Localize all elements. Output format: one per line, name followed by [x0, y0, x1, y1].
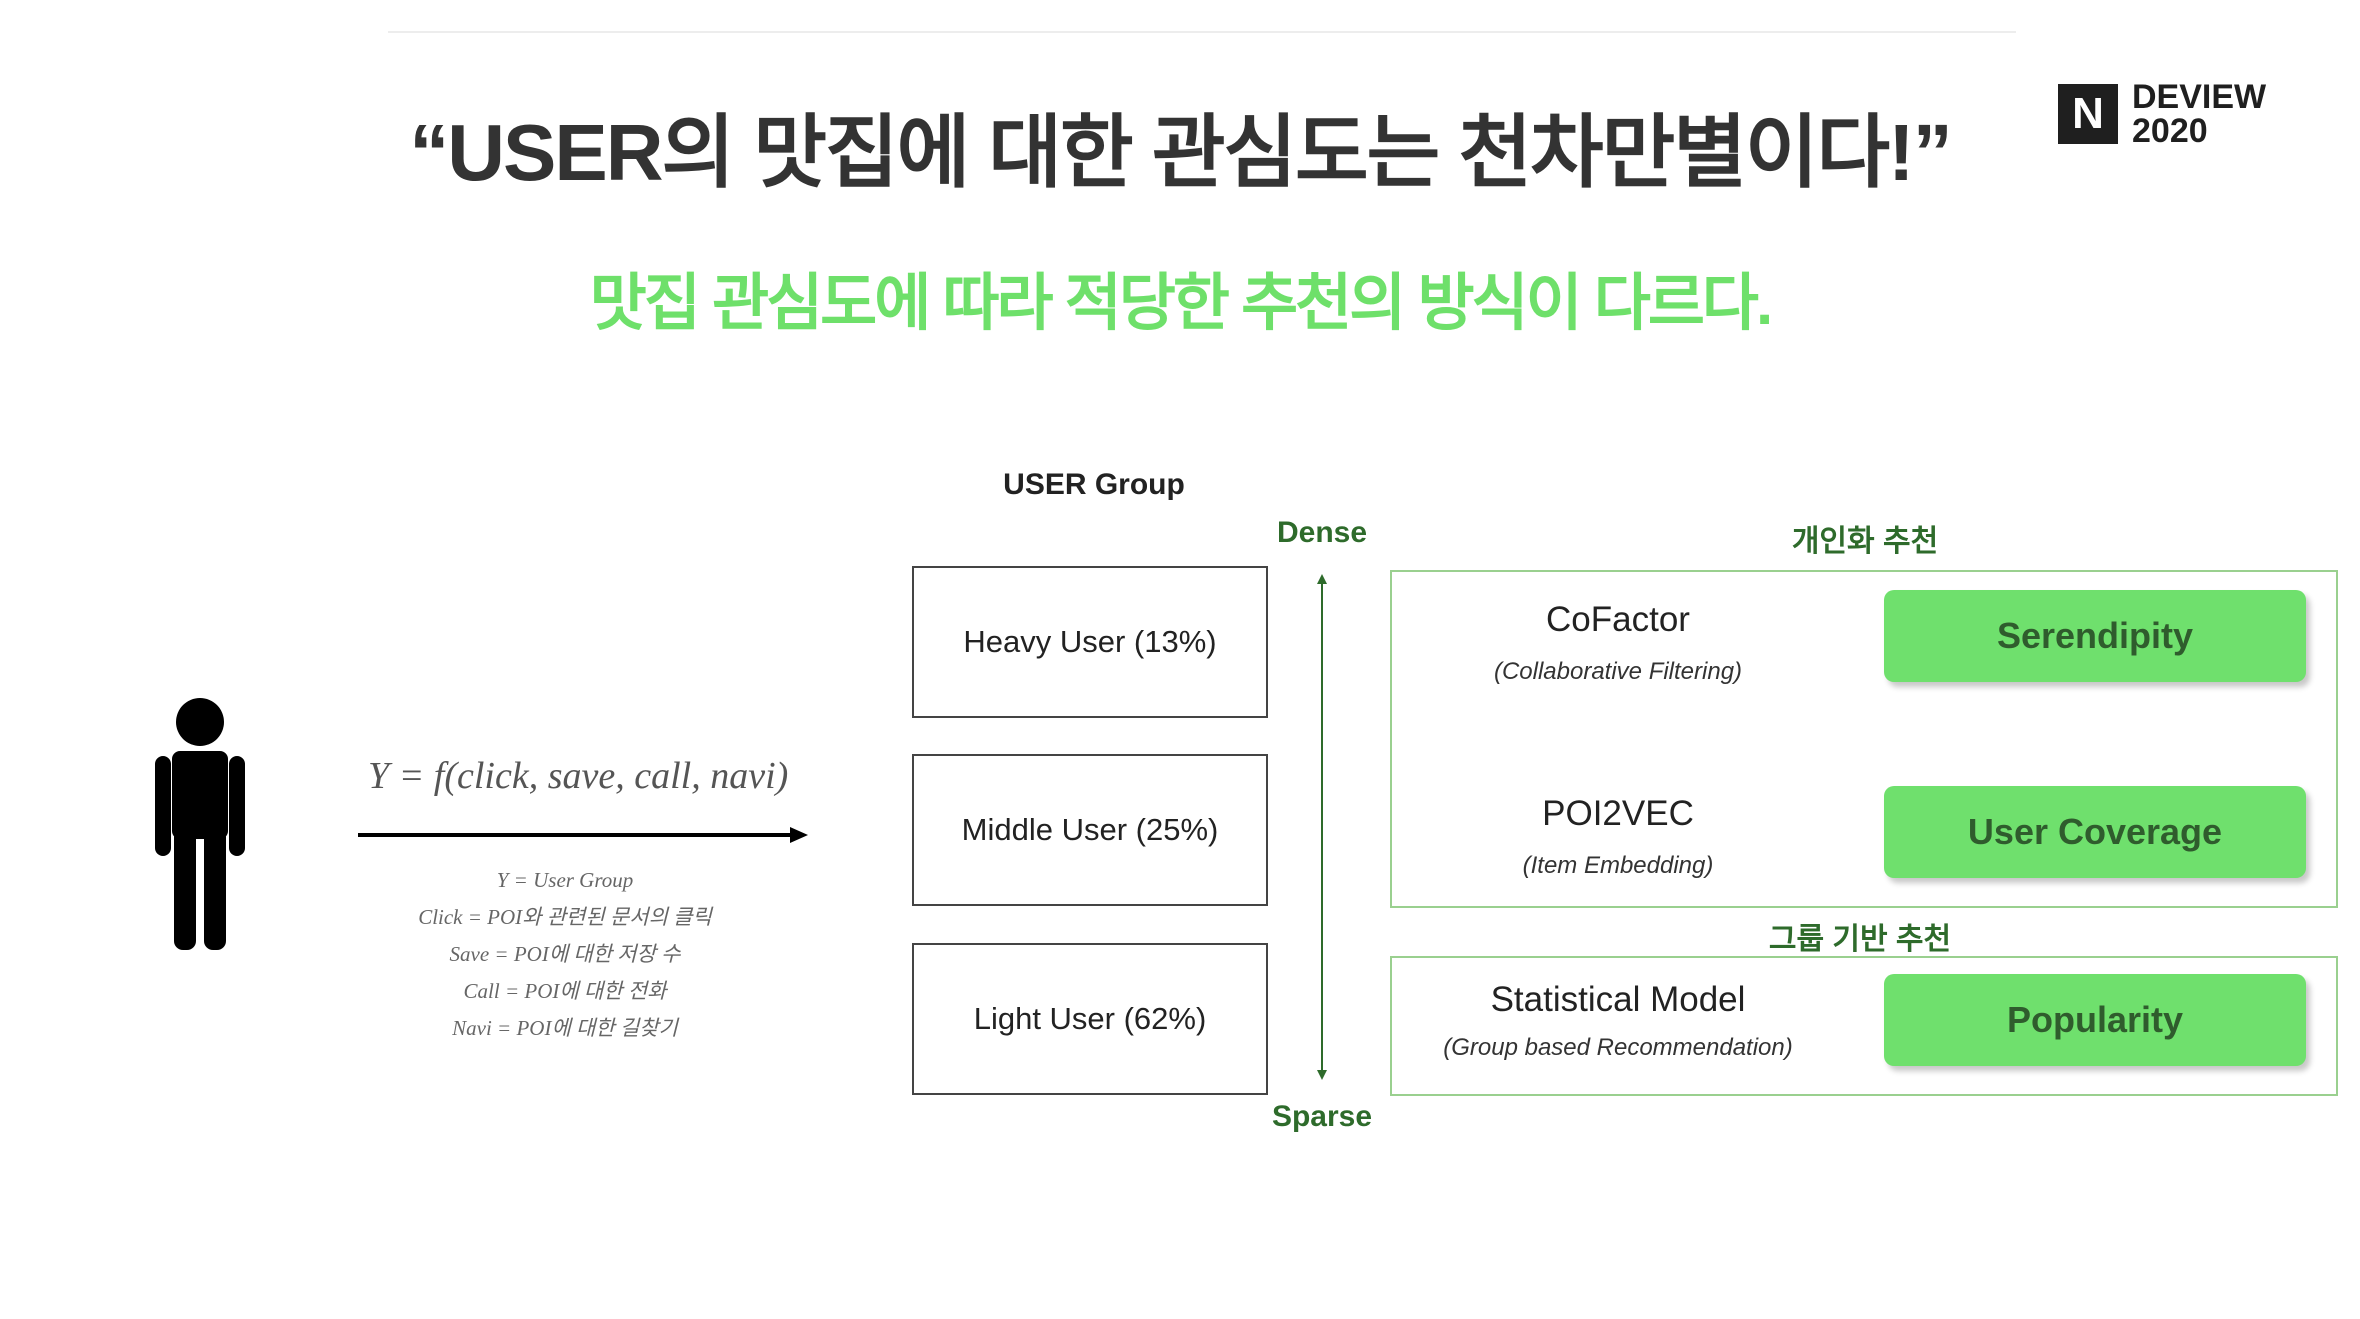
model-poi2vec: POI2VEC (Item Embedding): [1418, 794, 1818, 880]
group-rec-label: 그룹 기반 추천: [1768, 923, 1952, 956]
right-arrow: [358, 827, 808, 843]
density-axis: [1317, 574, 1327, 1080]
personal-rec-label: 개인화 추천: [1791, 525, 1939, 558]
model-cofactor: CoFactor (Collaborative Filtering): [1418, 600, 1818, 686]
middle-user-label: Middle User (25%): [961, 812, 1219, 847]
model-statistical: Statistical Model (Group based Recommend…: [1408, 980, 1828, 1062]
model-subtitle: (Collaborative Filtering): [1493, 658, 1743, 685]
page-title: “USER의 맛집에 대한 관심도는 천차만별이다!”: [409, 108, 1952, 197]
legend-line: Save = POI에 대한 저장 수: [449, 942, 681, 966]
model-subtitle: (Item Embedding): [1522, 852, 1714, 879]
legend-line: Click = POI와 관련된 문서의 클릭: [418, 905, 712, 929]
logo-line1: DEVIEW: [2132, 78, 2267, 116]
person-icon: [155, 698, 245, 950]
logo-text: DEVIEW 2020: [2132, 80, 2266, 148]
logo-mark: N: [2058, 84, 2118, 144]
middle-user-box: Middle User (25%): [912, 754, 1268, 906]
model-name: Statistical Model: [1490, 980, 1746, 1019]
legend-line: Navi = POI에 대한 길찾기: [452, 1016, 678, 1040]
user-group-title: USER Group: [1003, 468, 1185, 501]
dense-label: Dense: [1276, 516, 1368, 549]
light-user-label: Light User (62%): [973, 1001, 1207, 1036]
group-rec-frame: [1390, 956, 2338, 1096]
deview-logo: N DEVIEW 2020: [2058, 80, 2288, 148]
top-divider: [388, 31, 2016, 33]
page-subtitle: 맛집 관심도에 따라 적당한 추천의 방식이 다르다.: [589, 269, 1773, 338]
sparse-label: Sparse: [1271, 1100, 1373, 1133]
logo-line2: 2020: [2132, 112, 2208, 150]
model-subtitle: (Group based Recommendation): [1443, 1034, 1793, 1061]
model-name: POI2VEC: [1542, 794, 1694, 833]
legend-line: Call = POI에 대한 전화: [463, 979, 667, 1003]
model-name: CoFactor: [1546, 600, 1690, 639]
heavy-user-label: Heavy User (13%): [963, 624, 1217, 659]
formula-legend: Y = User Group Click = POI와 관련된 문서의 클릭 S…: [380, 862, 750, 1047]
light-user-box: Light User (62%): [912, 943, 1268, 1095]
formula: Y = f(click, save, call, navi): [368, 755, 789, 797]
personal-rec-frame: [1390, 570, 2338, 908]
user-coverage-badge: User Coverage: [1884, 786, 2306, 878]
legend-line: Y = User Group: [496, 868, 634, 892]
popularity-badge: Popularity: [1884, 974, 2306, 1066]
serendipity-badge: Serendipity: [1884, 590, 2306, 682]
heavy-user-box: Heavy User (13%): [912, 566, 1268, 718]
